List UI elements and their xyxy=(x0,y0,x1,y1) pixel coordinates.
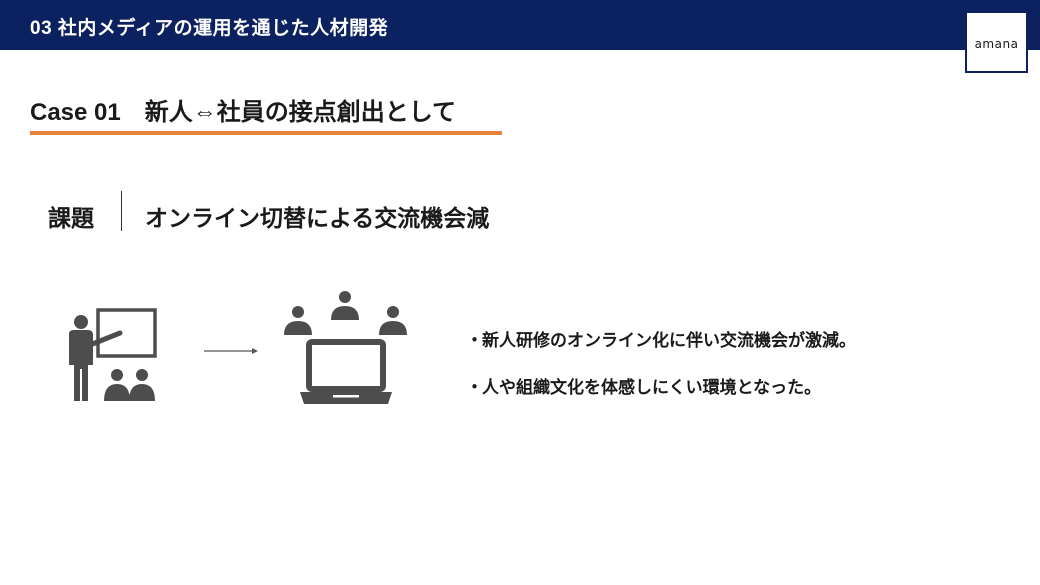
issue-label: 課題 xyxy=(48,205,94,231)
amana-logo: amana xyxy=(965,11,1028,73)
bullet-list: ・新人研修のオンライン化に伴い交流機会が激減。 ・人や組織文化を体感しにくい環境… xyxy=(466,330,856,424)
issue-text: オンライン切替による交流機会減 xyxy=(145,205,490,231)
case-title-underline xyxy=(30,131,502,135)
bullet-item: ・人や組織文化を体感しにくい環境となった。 xyxy=(466,377,856,399)
case-title: Case 01 新人⇔社員の接点創出として xyxy=(30,99,457,126)
bullet-text: 人や組織文化を体感しにくい環境となった。 xyxy=(482,378,822,397)
header-bar: 03 社内メディアの運用を通じた人材開発 xyxy=(0,0,1040,50)
logo-text: amana xyxy=(974,37,1019,51)
online-meeting-laptop-icon xyxy=(284,291,407,404)
presenter-with-audience-icon xyxy=(69,308,157,401)
illustration xyxy=(69,291,407,404)
bullet-mark: ・ xyxy=(466,331,483,350)
bullet-text: 新人研修のオンライン化に伴い交流機会が激減。 xyxy=(482,331,856,350)
bullet-mark: ・ xyxy=(466,378,483,397)
arrow-right-icon xyxy=(204,348,258,354)
header-title: 03 社内メディアの運用を通じた人材開発 xyxy=(30,18,389,39)
bullet-item: ・新人研修のオンライン化に伴い交流機会が激減。 xyxy=(466,330,856,352)
issue-divider xyxy=(121,191,122,231)
